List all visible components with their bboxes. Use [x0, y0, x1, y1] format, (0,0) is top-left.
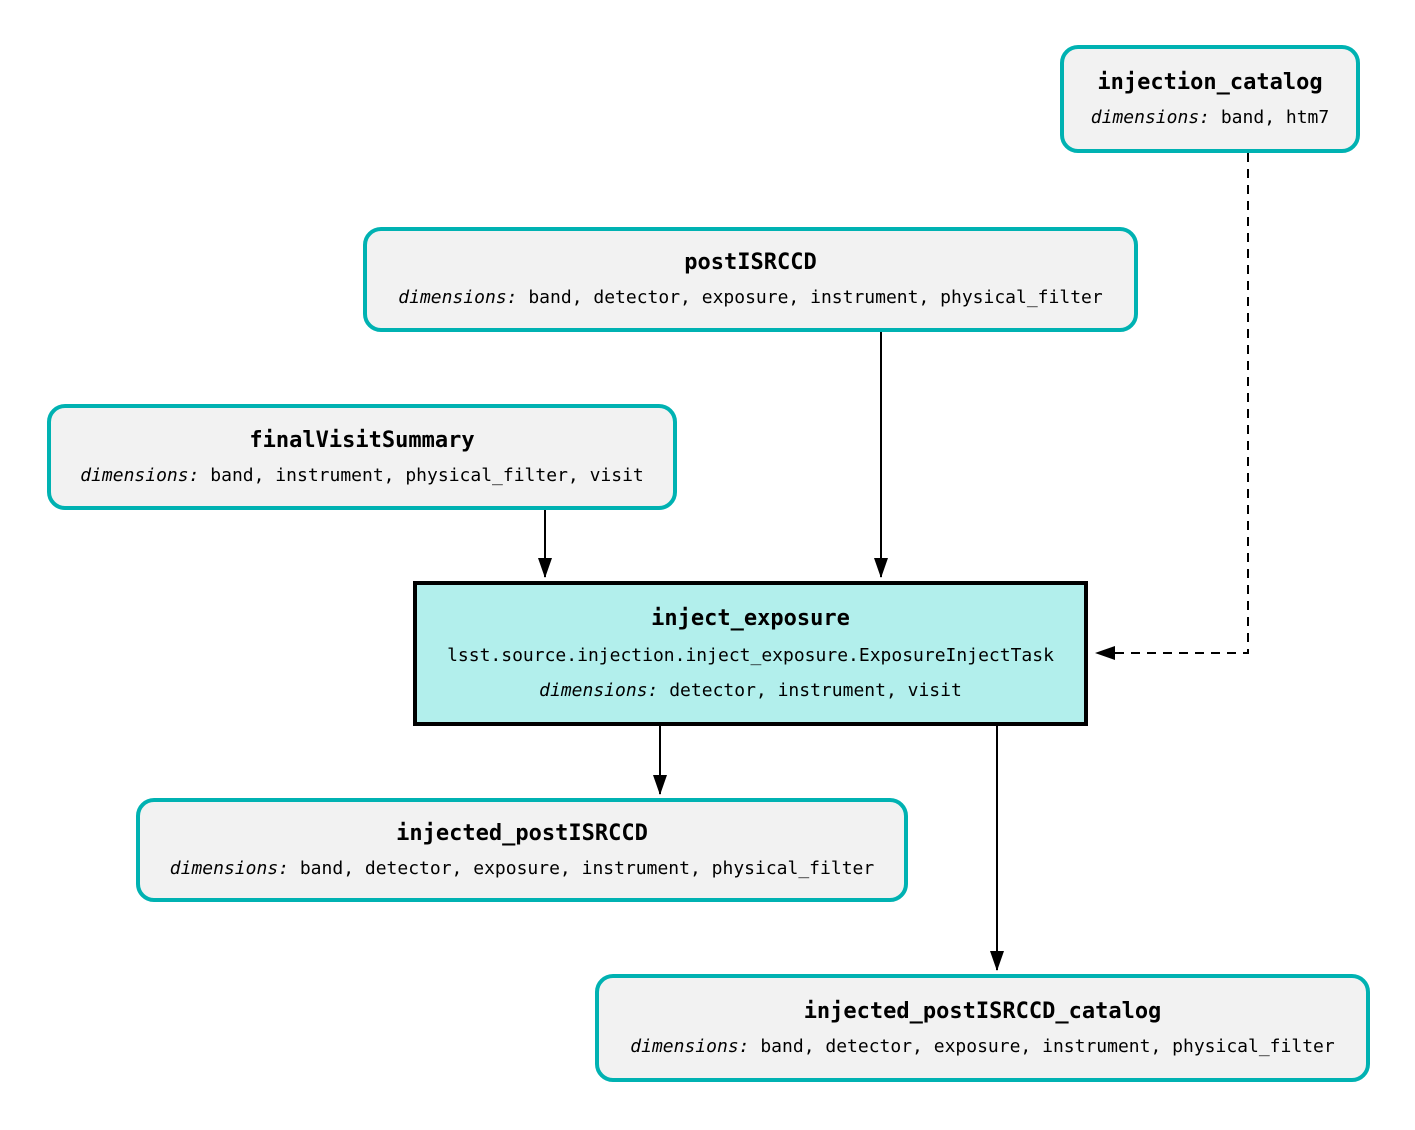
dimensions-label: dimensions:	[398, 287, 518, 308]
dimensions-value: band, instrument, physical_filter, visit	[210, 464, 644, 486]
dimensions-label: dimensions:	[169, 857, 289, 879]
dimensions-label: dimensions:	[630, 1035, 750, 1057]
node-title: injected_postISRCCD	[396, 820, 648, 846]
node-title: finalVisitSummary	[249, 427, 475, 453]
dimensions-value: band, htm7	[1220, 106, 1330, 128]
node-dimensions: dimensions: band, detector, exposure, in…	[398, 289, 1102, 307]
node-title: inject_exposure	[651, 605, 850, 631]
task-class: lsst.source.injection.inject_exposure.Ex…	[447, 644, 1054, 666]
node-title: postISRCCD	[684, 250, 817, 275]
dimensions-value: detector, instrument, visit	[669, 679, 962, 701]
node-dimensions: dimensions: band, detector, exposure, in…	[169, 857, 875, 879]
node-postisrccd: postISRCCD dimensions: band, detector, e…	[363, 227, 1138, 332]
node-title: injected_postISRCCD_catalog	[803, 998, 1162, 1024]
node-injected-postisrccd: injected_postISRCCD dimensions: band, de…	[136, 798, 908, 902]
node-title: injection_catalog	[1097, 69, 1323, 95]
node-inject-exposure: inject_exposure lsst.source.injection.in…	[413, 581, 1088, 726]
dimensions-value: band, detector, exposure, instrument, ph…	[528, 287, 1103, 308]
node-dimensions: dimensions: band, htm7	[1090, 106, 1330, 128]
node-dimensions: dimensions: detector, instrument, visit	[539, 679, 962, 701]
dimensions-value: band, detector, exposure, instrument, ph…	[760, 1035, 1335, 1057]
dimensions-label: dimensions:	[539, 679, 659, 701]
node-injection-catalog: injection_catalog dimensions: band, htm7	[1060, 45, 1360, 153]
node-finalvisitsummary: finalVisitSummary dimensions: band, inst…	[47, 404, 677, 510]
node-dimensions: dimensions: band, instrument, physical_f…	[80, 464, 644, 486]
node-dimensions: dimensions: band, detector, exposure, in…	[630, 1035, 1335, 1057]
node-injected-postisrccd-catalog: injected_postISRCCD_catalog dimensions: …	[595, 974, 1370, 1082]
dimensions-label: dimensions:	[80, 464, 200, 486]
dimensions-value: band, detector, exposure, instrument, ph…	[299, 857, 875, 879]
dimensions-label: dimensions:	[1090, 106, 1210, 128]
